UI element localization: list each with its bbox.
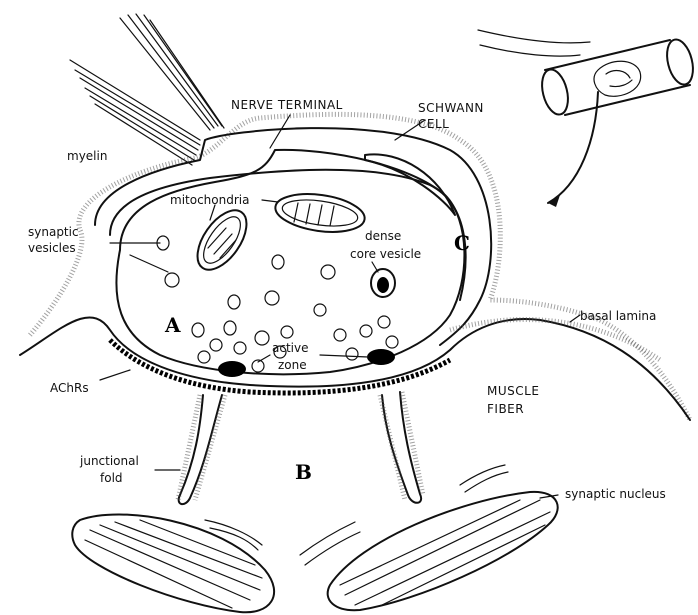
nerve-terminal-body (20, 114, 690, 420)
label-achrs: AChRs (50, 381, 89, 395)
label-schwann-line2: CELL (418, 117, 449, 131)
active-zone-right (367, 349, 395, 365)
active-zone-left (218, 361, 246, 377)
schwann-cell-process (365, 154, 455, 215)
label-active-line2: zone (278, 358, 307, 372)
inset-muscle-fiber (478, 30, 697, 207)
label-schwann-line1: SCHWANN (418, 101, 484, 115)
label-dense-line1: dense (365, 229, 401, 243)
leader-lines (100, 115, 580, 498)
marker-a: A (164, 313, 181, 337)
membrane-folds (205, 465, 508, 565)
label-nerve-terminal: NERVE TERMINAL (231, 98, 343, 112)
synaptic-nucleus-right (328, 492, 558, 610)
marker-b: B (295, 460, 312, 484)
label-junctional-line2: fold (100, 471, 123, 485)
basal-lamina (450, 320, 660, 360)
label-active-line1: active (272, 341, 308, 355)
dense-core-vesicle (371, 269, 395, 297)
myelin-sheath (70, 14, 224, 165)
label-junctional-line1: junctional (79, 454, 139, 468)
synaptic-nucleus-left (72, 514, 274, 612)
label-muscle-line1: MUSCLE (487, 384, 539, 398)
mitochondrion-1 (188, 202, 256, 278)
label-synaptic-nucleus: synaptic nucleus (565, 487, 666, 501)
label-muscle-line2: FIBER (487, 402, 524, 416)
label-mitochondria: mitochondria (170, 193, 249, 207)
label-synaptic-line2: vesicles (28, 241, 76, 255)
marker-c: C (454, 231, 470, 255)
mitochondrion-2 (273, 189, 367, 237)
label-basal-lamina: basal lamina (580, 309, 656, 323)
label-myelin: myelin (67, 149, 107, 163)
label-synaptic-line1: synaptic (28, 225, 79, 239)
label-dense-line2: core vesicle (350, 247, 421, 261)
